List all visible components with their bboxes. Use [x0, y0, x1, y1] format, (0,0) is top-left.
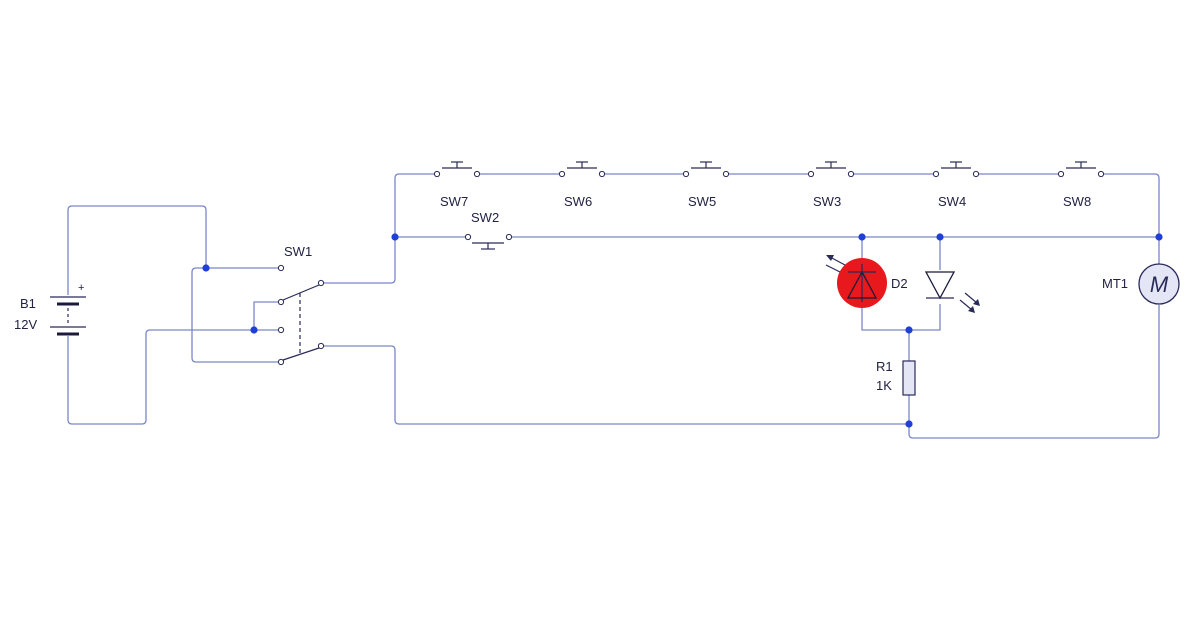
sw8-label: SW8 — [1063, 194, 1091, 209]
junction-dot — [936, 233, 944, 241]
junction-dot — [858, 233, 866, 241]
motor-mt1[interactable]: M MT1 — [1102, 263, 1180, 305]
wire-top-rail — [477, 173, 1160, 237]
junction-dot — [391, 233, 399, 241]
led-d2-lit[interactable]: D2 — [825, 255, 908, 308]
junction-dot — [250, 326, 258, 334]
sw1-label: SW1 — [284, 244, 312, 259]
wire-battery-top — [67, 205, 280, 272]
wire-battery-bottom — [67, 329, 280, 425]
sw6-label: SW6 — [564, 194, 592, 209]
wires — [67, 173, 1160, 439]
switch-sw6[interactable]: SW6 — [558, 161, 606, 209]
junction-dot — [202, 264, 210, 272]
junction-dot — [1155, 233, 1163, 241]
sw4-label: SW4 — [938, 194, 966, 209]
motor-symbol: M — [1150, 272, 1169, 297]
battery-value-label: 12V — [14, 317, 37, 332]
sw3-label: SW3 — [813, 194, 841, 209]
r1-name-label: R1 — [876, 359, 893, 374]
r1-value-label: 1K — [876, 378, 892, 393]
battery-name-label: B1 — [20, 296, 36, 311]
resistor-r1[interactable]: R1 1K — [876, 359, 916, 396]
sw5-label: SW5 — [688, 194, 716, 209]
sw2-label: SW2 — [471, 210, 499, 225]
wire-motor-loop — [908, 237, 1160, 439]
switch-sw2[interactable]: SW2 — [464, 210, 513, 250]
sw7-label: SW7 — [440, 194, 468, 209]
switch-sw7[interactable]: SW7 — [433, 161, 481, 209]
switch-sw4[interactable]: SW4 — [932, 161, 980, 209]
switch-sw1[interactable]: SW1 — [277, 244, 325, 366]
switch-sw8[interactable]: SW8 — [1057, 161, 1105, 209]
wire-sw1-bottom-out — [322, 345, 909, 425]
led-unlit[interactable] — [924, 271, 980, 313]
junctions — [202, 233, 1163, 428]
junction-dot — [905, 420, 913, 428]
mt1-label: MT1 — [1102, 276, 1128, 291]
junction-dot — [905, 326, 913, 334]
wire-cross-lower — [191, 267, 280, 363]
wire-cross-upper — [253, 301, 280, 330]
battery-plus-sign: + — [78, 282, 84, 294]
battery-b1[interactable]: + B1 12V — [14, 272, 86, 360]
d2-label: D2 — [891, 276, 908, 291]
wire-sw1-top-out — [322, 173, 437, 284]
switch-sw3[interactable]: SW3 — [807, 161, 855, 209]
switch-sw5[interactable]: SW5 — [682, 161, 730, 209]
